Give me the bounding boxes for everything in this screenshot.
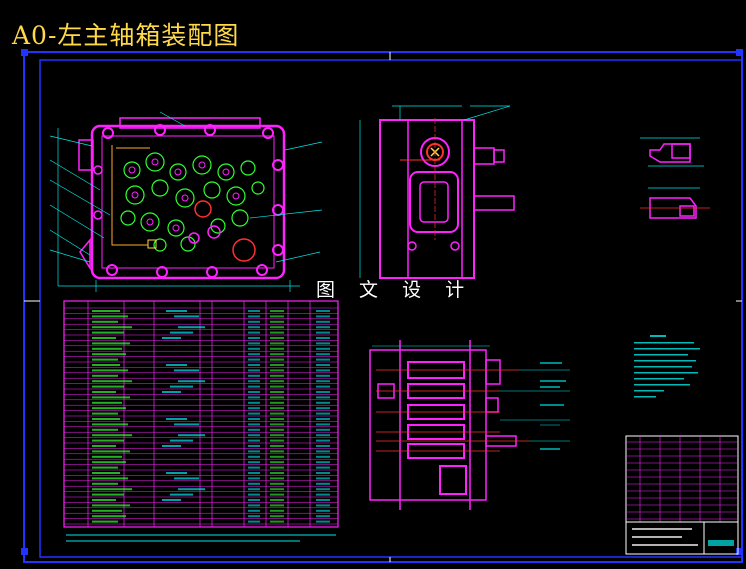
border-grip-icon[interactable]: [21, 49, 743, 555]
parts-list-table[interactable]: [63, 300, 339, 542]
sectional-view-shafts[interactable]: [369, 340, 570, 510]
detail-section-b[interactable]: [640, 187, 710, 219]
detail-section-a[interactable]: [640, 137, 704, 167]
watermark-text: 图 文 设 计: [316, 279, 474, 301]
side-view-spindle-box[interactable]: [359, 105, 515, 279]
title-block[interactable]: [625, 435, 739, 555]
technical-requirements-notes: [634, 335, 700, 398]
drawing-frame: [23, 51, 743, 563]
drawing-title: A0-左主轴箱装配图: [12, 21, 240, 50]
front-view-spindle-box[interactable]: [49, 111, 323, 292]
